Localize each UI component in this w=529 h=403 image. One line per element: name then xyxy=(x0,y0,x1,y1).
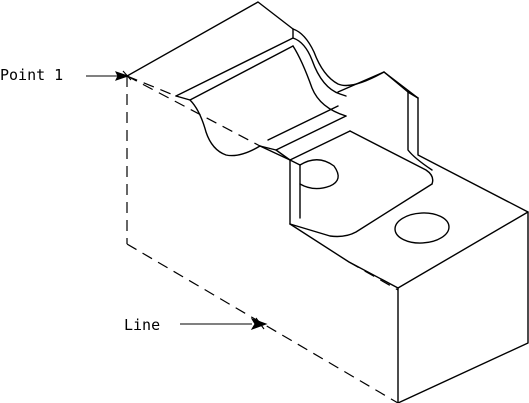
saddle-front-edge xyxy=(259,115,347,151)
left-step-top-face xyxy=(289,159,301,166)
pocket-right-wall-edge xyxy=(349,130,434,185)
saddle-cutout xyxy=(175,28,385,161)
front-block-left-top-edge xyxy=(289,223,399,289)
holes xyxy=(299,159,450,244)
point-1-callout: Point 1 xyxy=(0,66,132,84)
hidden-top-left-edge xyxy=(126,75,177,97)
hidden-mid-edge xyxy=(126,75,261,147)
front-block-hole-ellipse xyxy=(394,212,450,244)
front-block-top-edge xyxy=(397,211,529,289)
saddle-left-top-edge xyxy=(175,45,294,101)
step-riser-edge xyxy=(407,91,433,171)
point-1-marker-cross-a xyxy=(122,70,132,81)
hidden-front-lower-edge xyxy=(348,261,399,291)
point-1-label: Point 1 xyxy=(0,66,63,84)
pocket-hole-ellipse xyxy=(299,159,339,190)
saddle-left-curve xyxy=(189,99,261,157)
outer-top-back-edge xyxy=(126,1,294,77)
saddle-bottom-line xyxy=(267,105,339,141)
line-arrowhead xyxy=(250,318,268,330)
saddle-back-wall xyxy=(175,37,294,97)
left-step-top-edge xyxy=(259,145,291,161)
saddle-top-curve xyxy=(292,28,385,87)
line-marker-tick xyxy=(255,317,265,330)
part-visible-edges xyxy=(126,1,529,403)
point-1-arrowhead xyxy=(115,71,130,81)
left-step-block xyxy=(259,145,301,225)
line-callout: Line xyxy=(124,316,268,334)
saddle-front-lower-edge xyxy=(275,130,351,161)
step-riser-face-edge xyxy=(407,91,419,99)
saddle-inner-curve xyxy=(292,28,347,97)
saddle-trough-line xyxy=(292,45,347,117)
hidden-bottom-edge xyxy=(126,243,399,403)
right-block-outline xyxy=(337,71,529,403)
line-label: Line xyxy=(124,316,160,334)
part-hidden-edges xyxy=(126,75,399,403)
pocket-floor-front-edge xyxy=(289,183,433,238)
